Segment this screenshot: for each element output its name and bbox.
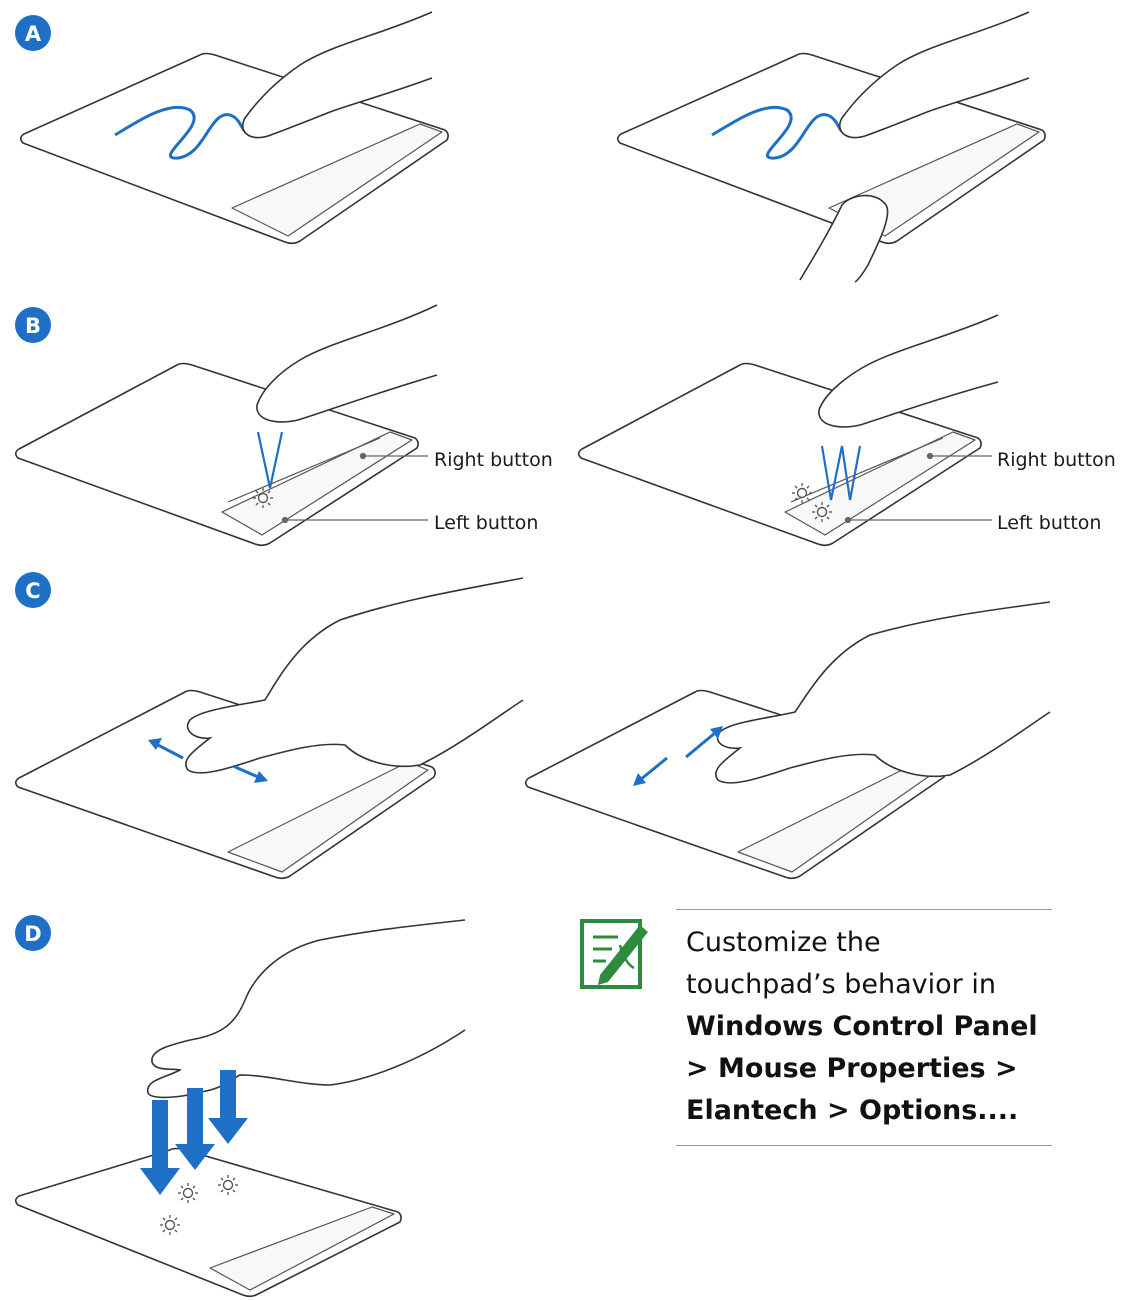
leader-left-b2 — [844, 516, 992, 524]
svg-text:A: A — [25, 22, 42, 46]
tap-stroke-b1 — [256, 431, 284, 489]
scroll-arrows-c1 — [148, 738, 268, 783]
svg-text:C: C — [25, 579, 40, 603]
touchpad-settings-note: Customize the touchpad’s behavior in Win… — [686, 922, 1056, 1132]
note-rule-bottom — [676, 1145, 1052, 1146]
badge-c: C — [15, 572, 51, 608]
tap-arrows-d — [140, 1070, 248, 1195]
note-line-5: Elantech > Options.... — [686, 1095, 1019, 1126]
tap-sparkle-d1 — [177, 1182, 199, 1204]
note-line-4: > Mouse Properties > — [686, 1053, 1018, 1084]
note-rule-top — [676, 909, 1052, 910]
double-tap-stroke-b2 — [820, 445, 862, 501]
touchpad-d — [14, 1147, 402, 1298]
tap-sparkle-d2 — [217, 1174, 239, 1196]
hand-d — [147, 919, 466, 1099]
svg-text:B: B — [25, 314, 41, 338]
pointer-path-a2 — [711, 105, 853, 160]
right-button-label-b1: Right button — [434, 449, 553, 471]
note-line-1: Customize the — [686, 927, 881, 958]
tap-sparkle-d3 — [159, 1214, 181, 1236]
badge-a: A — [15, 15, 51, 51]
pointer-path-a1 — [114, 105, 256, 160]
leader-right-b2 — [926, 452, 992, 460]
hand-b2 — [818, 314, 999, 428]
leader-left-b1 — [281, 516, 428, 524]
tap-sparkle-b2a — [791, 482, 813, 504]
note-pencil-icon — [580, 919, 648, 989]
right-button-label-b2: Right button — [997, 449, 1116, 471]
hand-a2 — [839, 11, 1030, 139]
note-line-3: Windows Control Panel — [686, 1011, 1038, 1042]
thumb-a2 — [799, 194, 889, 283]
hand-c1 — [185, 577, 524, 774]
note-line-2: touchpad’s behavior in — [686, 969, 996, 1000]
left-button-label-b2: Left button — [997, 512, 1101, 534]
hand-a1 — [242, 11, 433, 139]
left-button-label-b1: Left button — [434, 512, 538, 534]
hand-c2 — [715, 601, 1051, 784]
badge-b: B — [15, 307, 51, 343]
tap-sparkle-b2b — [811, 501, 833, 523]
leader-right-b1 — [359, 452, 428, 460]
hand-b1 — [256, 304, 438, 423]
badge-d: D — [15, 915, 51, 951]
tap-sparkle-b1 — [252, 487, 274, 509]
svg-text:D: D — [24, 922, 41, 946]
scroll-arrows-c2 — [633, 726, 723, 786]
